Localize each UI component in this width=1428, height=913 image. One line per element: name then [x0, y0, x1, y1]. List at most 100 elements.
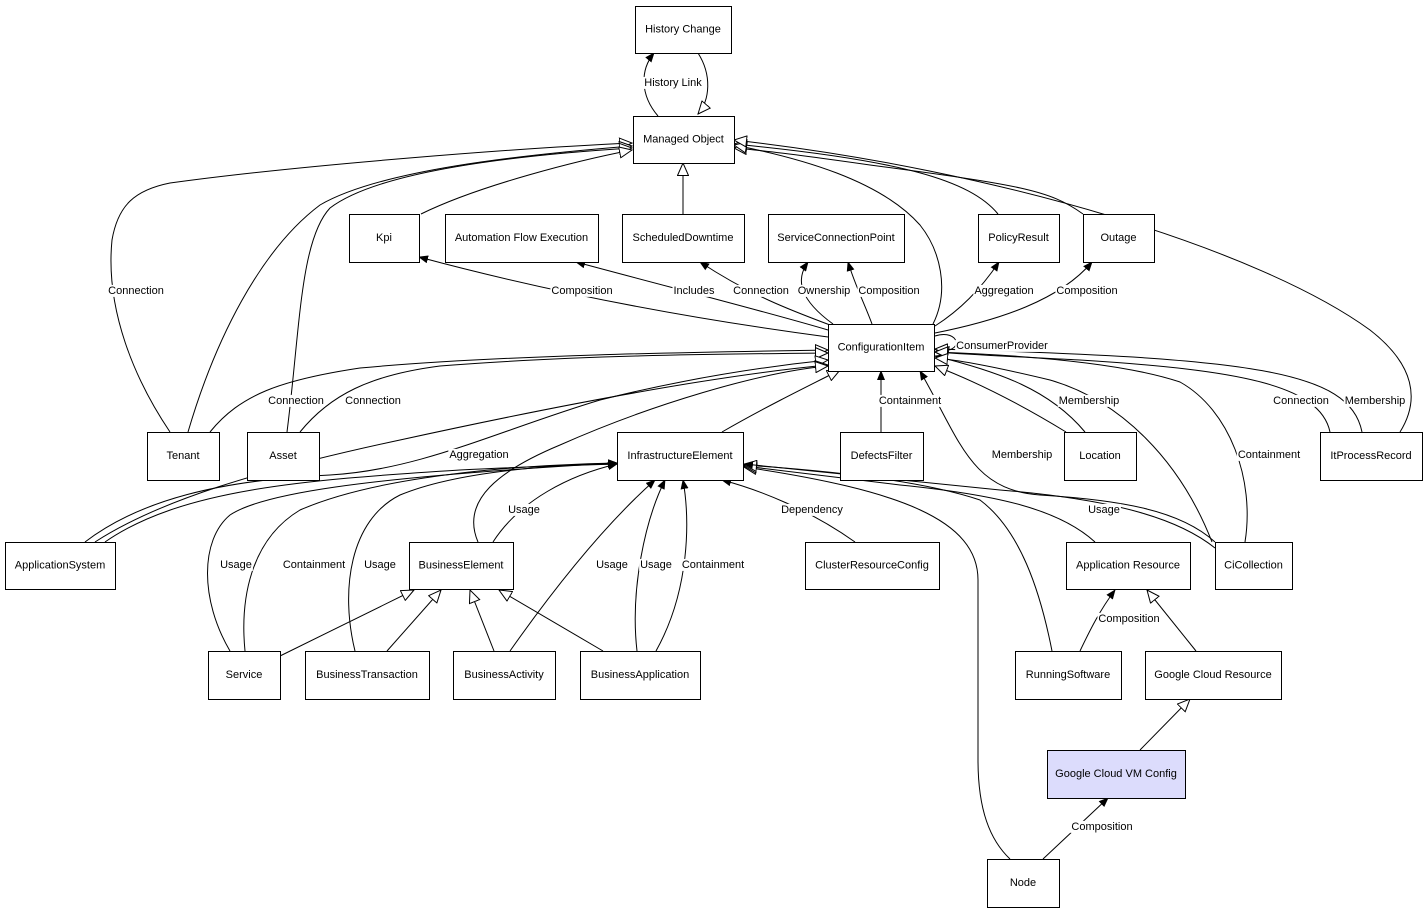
node-label: History Change [645, 23, 721, 35]
node-history-change[interactable]: History Change [635, 6, 732, 54]
node-service[interactable]: Service [208, 651, 281, 700]
edge-cicoll-ci-cont [935, 352, 1248, 543]
node-policy-result[interactable]: PolicyResult [978, 214, 1060, 263]
edge-label-background [550, 284, 614, 297]
edge-itpr2-ci [935, 349, 1363, 433]
node-it-process-record[interactable]: ItProcessRecord [1320, 432, 1423, 481]
edge-label-itpr-membership: Membership [1345, 395, 1406, 407]
node-service-connection-point[interactable]: ServiceConnectionPoint [768, 214, 905, 263]
node-box [247, 432, 320, 481]
edge-ba-ie [509, 479, 656, 652]
node-asset[interactable]: Asset [247, 432, 320, 481]
edge-outage-mo [734, 148, 1084, 215]
node-running-software[interactable]: RunningSoftware [1015, 651, 1122, 700]
edge-label-location-membership: Membership [1059, 395, 1120, 407]
edge-label-background [1087, 503, 1121, 516]
node-box [1015, 651, 1122, 700]
edge-label-ci-afe-includes: Includes [674, 285, 715, 297]
edge-service-ie-cont [243, 459, 618, 652]
node-cluster-resource-config[interactable]: ClusterResourceConfig [805, 542, 940, 590]
edge-appres-ie [744, 466, 1096, 543]
node-automation-flow-execution[interactable]: Automation Flow Execution [445, 214, 599, 263]
edge-label-background [1272, 394, 1330, 407]
node-infrastructure-element[interactable]: InfrastructureElement [617, 432, 744, 481]
edge-rs-appres [1079, 589, 1116, 652]
node-box [1047, 750, 1186, 799]
node-box [987, 859, 1060, 908]
node-outage[interactable]: Outage [1083, 214, 1155, 263]
edge-bapp-ie-cont [655, 479, 689, 652]
edge-ci-pr [934, 261, 1000, 327]
node-scheduled-downtime[interactable]: ScheduledDowntime [622, 214, 745, 263]
edge-label-cicoll-membership: Membership [992, 449, 1053, 461]
node-box [580, 651, 701, 700]
node-business-element[interactable]: BusinessElement [409, 542, 514, 590]
edge-label-background [1343, 394, 1407, 407]
edge-label-bt-usage: Usage [364, 559, 396, 571]
edge-label-background [732, 284, 790, 297]
edge-itpr-mo [734, 140, 1412, 433]
edge-asset-mo [286, 148, 632, 433]
node-application-system[interactable]: ApplicationSystem [5, 542, 116, 590]
edge-label-be-ie-usage: Usage [508, 504, 540, 516]
edge-location-ci [935, 366, 1067, 433]
edge-ci-outage [934, 261, 1093, 334]
node-google-cloud-resource[interactable]: Google Cloud Resource [1145, 651, 1282, 700]
node-application-resource[interactable]: Application Resource [1066, 542, 1191, 590]
edge-be-ci [473, 366, 828, 543]
edge-service-be [279, 590, 414, 657]
node-tenant[interactable]: Tenant [147, 432, 220, 481]
edge-label-node-composition: Composition [1071, 821, 1132, 833]
node-label: RunningSoftware [1026, 669, 1110, 681]
edge-label-asset-ci-connection: Connection [345, 395, 401, 407]
edge-label-background [267, 394, 325, 407]
node-box [453, 651, 556, 700]
node-google-cloud-vm-config[interactable]: Google Cloud VM Config [1047, 750, 1186, 799]
node-label: Google Cloud VM Config [1055, 768, 1177, 780]
node-box [805, 542, 940, 590]
node-business-application[interactable]: BusinessApplication [580, 651, 701, 700]
node-box [1320, 432, 1423, 481]
node-label: Managed Object [643, 133, 724, 145]
node-label: BusinessElement [419, 559, 504, 571]
edge-label-background [595, 558, 629, 571]
node-business-activity[interactable]: BusinessActivity [453, 651, 556, 700]
node-location[interactable]: Location [1064, 432, 1137, 481]
node-label: ConfigurationItem [838, 341, 925, 353]
edge-ci-sd [699, 261, 831, 326]
node-box [1083, 214, 1155, 263]
edge-asset-ci [299, 353, 828, 433]
edge-gcr-appres [1147, 590, 1197, 652]
edge-label-background [877, 394, 943, 407]
edge-label-cicoll-containment: Containment [1238, 449, 1300, 461]
node-label: InfrastructureElement [627, 450, 732, 462]
node-box [768, 214, 905, 263]
node-label: DefectsFilter [851, 450, 913, 462]
node-label: BusinessTransaction [316, 669, 418, 681]
node-label: BusinessActivity [464, 669, 544, 681]
node-label: Location [1079, 450, 1121, 462]
node-managed-object[interactable]: Managed Object [633, 116, 735, 164]
node-defects-filter[interactable]: DefectsFilter [840, 432, 924, 481]
edge-label-service-usage: Usage [220, 559, 252, 571]
edge-label-tenant-mo-connection: Connection [108, 285, 164, 297]
node-kpi[interactable]: Kpi [349, 214, 420, 263]
edge-node-ie [744, 467, 1011, 860]
edge-tenant-mo [110, 143, 632, 433]
edge-label-background [281, 558, 347, 571]
node-configuration-item[interactable]: ConfigurationItem [828, 324, 935, 372]
edge-cicoll-ci-mem [919, 370, 1216, 543]
edge-label-ci-sd-connection: Connection [733, 285, 789, 297]
node-ci-collection[interactable]: CiCollection [1215, 542, 1293, 590]
node-node[interactable]: Node [987, 859, 1060, 908]
node-box [635, 6, 732, 54]
node-box [828, 324, 935, 372]
edge-label-background [643, 76, 704, 89]
edge-label-ci-kpi-composition: Composition [551, 285, 612, 297]
node-box [349, 214, 420, 263]
node-label: Application Resource [1076, 559, 1180, 571]
node-business-transaction[interactable]: BusinessTransaction [305, 651, 430, 700]
edge-label-ci-outage-composition: Composition [1056, 285, 1117, 297]
edge-label-bapp-containment: Containment [682, 559, 744, 571]
edge-label-rs-composition: Composition [1098, 613, 1159, 625]
